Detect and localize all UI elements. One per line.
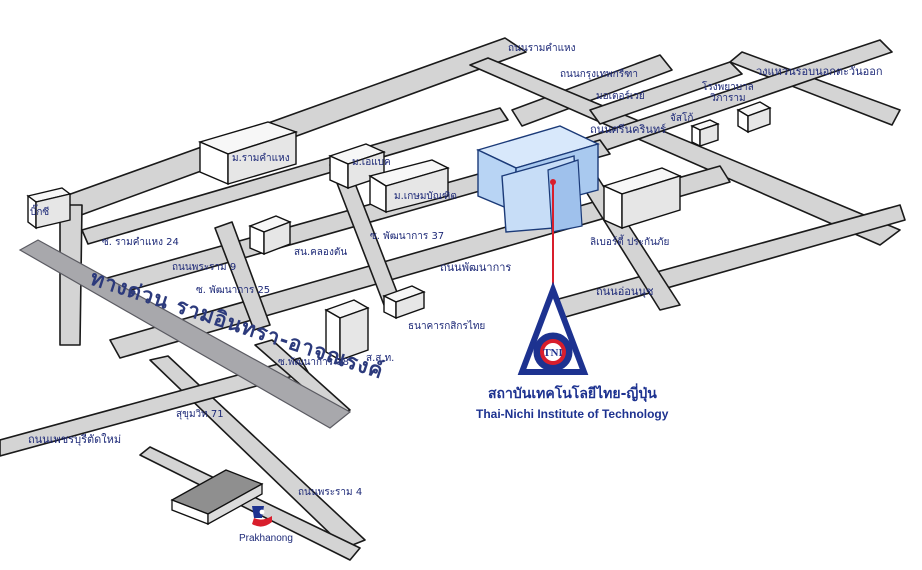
- tni-name-english: Thai-Nichi Institute of Technology: [476, 407, 669, 421]
- place-label-jusco: จัสโก้: [670, 113, 694, 124]
- road-label-soi-pat37: ซ. พัฒนาการ 37: [370, 231, 445, 242]
- place-label-ramkhamhaeng-univ: ม.รามคำแหง: [232, 153, 290, 164]
- road-label-motorway: มอเตอร์เวย์: [596, 91, 645, 102]
- building-jusco: [690, 119, 720, 148]
- place-label-bigc: บิ๊กซี: [30, 207, 50, 218]
- road-label-rama4: ถนนพระราม 4: [298, 487, 363, 498]
- road-label-sukhumvit71: สุขุมวิท 71: [176, 409, 224, 420]
- road-srinakarin: [469, 57, 901, 246]
- road-soi-pat25: [214, 221, 271, 331]
- tni-logo-icon: TNI: [517, 281, 589, 375]
- bts-station-label: Prakhanong: [239, 533, 293, 544]
- building-liberty: [602, 167, 682, 230]
- road-outer-ring: [729, 51, 901, 126]
- building-tni: [476, 125, 600, 233]
- place-label-kasikorn: ธนาคารกสิกรไทย: [408, 321, 486, 332]
- bts-prakhanong-station: [170, 469, 264, 526]
- road-label-soi-pat25: ซ. พัฒนาการ 25: [196, 285, 271, 296]
- road-label-rama9: ถนนพระราม 9: [172, 262, 237, 273]
- road-label-phetchaburi: ถนนเพชรบุรีตัดใหม่: [28, 433, 122, 446]
- tni-name-thai: สถาบันเทคโนโลยีไทย-ญี่ปุ่น: [488, 386, 657, 402]
- place-label-liberty: ลิเบอร์ตี้ ประกันภัย: [590, 237, 670, 248]
- road-rama4: [139, 446, 361, 561]
- bts-logo-icon: [252, 506, 272, 527]
- road-label-phatthanakan: ถนนพัฒนาการ: [440, 261, 512, 274]
- place-label-khlongtan: สน.คลองตัน: [294, 247, 348, 258]
- road-label-ramkhamhaeng: ถนนรามคำแหง: [508, 43, 576, 54]
- road-label-onnut: ถนนอ่อนนุช: [596, 285, 654, 298]
- place-label-abac: ม.เอแบค: [352, 157, 391, 168]
- building-khlongtan: [248, 215, 292, 256]
- road-label-srinakarin: ถนนศรีนครินทร์: [590, 123, 667, 136]
- road-motorway: [589, 61, 743, 125]
- building-ramkhamhaeng-univ: [197, 121, 299, 186]
- road-sukhumvit71: [149, 355, 366, 549]
- road-label-soi-ram24: ซ. รามคำแหง 24: [102, 237, 179, 248]
- tni-pin-dot: [550, 179, 556, 185]
- building-bundit: [368, 159, 450, 214]
- building-hospital: [736, 101, 772, 134]
- expressway-band: [18, 239, 352, 429]
- place-label-sor-aor-kor: ส.ส.ท.: [366, 353, 395, 364]
- place-label-hospital: โรงพยาบาล วิภาราม: [702, 82, 754, 104]
- place-label-bundit: ม.เกษมบัณฑิต: [394, 191, 457, 202]
- road-label-outer-ring: วงแหวนรอบนอกตะวันออก: [756, 65, 883, 78]
- road-krungthep-kreetha: [511, 54, 673, 127]
- road-label-krungthep-kreetha: ถนนกรุงเทพกรีฑา: [560, 69, 638, 80]
- building-bigc: [26, 187, 72, 230]
- building-kasikorn: [382, 285, 426, 320]
- tni-logo-text: TNI: [543, 347, 563, 359]
- road-label-soi-pat18: ซ.พัฒนาการ 18: [278, 357, 349, 368]
- building-sor-aor-kor: [324, 299, 370, 362]
